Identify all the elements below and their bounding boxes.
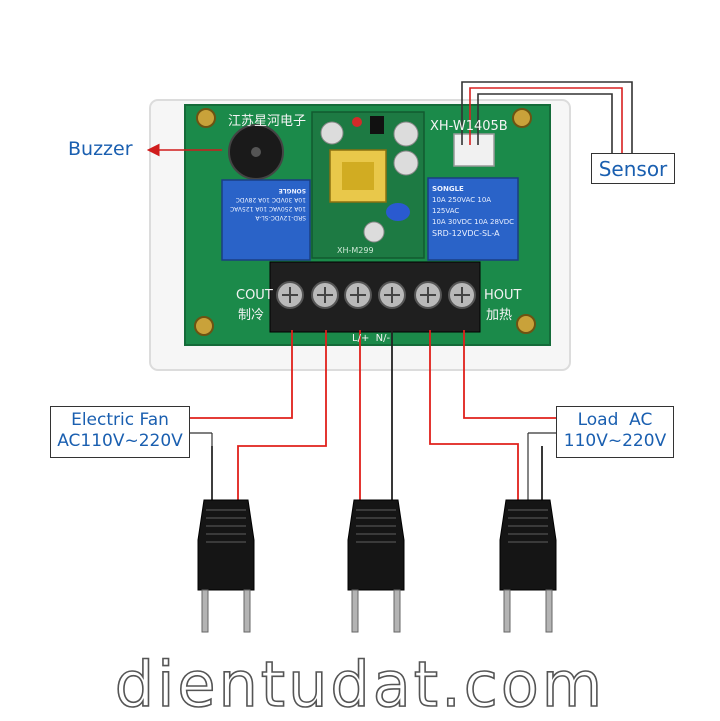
blue-capacitor	[386, 203, 410, 221]
plugs	[197, 499, 557, 633]
terminal-screw-5	[414, 281, 442, 309]
pcb-hout-cn-text: 加热	[486, 308, 513, 323]
terminal-screws	[276, 281, 476, 309]
transistor	[370, 116, 384, 134]
terminal-screw-6	[448, 281, 476, 309]
relay-right-text: SONGLE 10A 250VAC 10A 125VAC 10A 30VDC 1…	[432, 184, 516, 239]
relay-left-line-2: 10A 250VAC 10A 125VAC	[230, 205, 306, 212]
terminal-screw-4	[378, 281, 406, 309]
callout-lines	[187, 432, 558, 500]
relay-left	[221, 179, 311, 261]
watermark: dientudat.com	[114, 647, 606, 721]
pcb-cout-text: COUT	[236, 288, 273, 303]
relay-right-line-2: 10A 250VAC 10A 125VAC	[432, 196, 492, 215]
pcb-maker-text: 江苏星河电子	[228, 114, 307, 129]
terminal-screw-1	[276, 281, 304, 309]
capacitor-1	[320, 121, 344, 145]
sensor-wires	[461, 81, 633, 160]
pcb-model-text: XH-W1405B	[430, 119, 508, 134]
relay-right-line-4: SRD-12VDC-SL-A	[432, 229, 500, 238]
load-label-line1: Load AC	[577, 410, 653, 430]
screw-top-left	[196, 108, 216, 128]
plug-2	[347, 499, 405, 633]
sensor-label-text: Sensor	[598, 157, 668, 181]
pcb-module-text: XH-M299	[337, 246, 374, 255]
plug-1	[197, 499, 255, 633]
mounting-screws	[194, 108, 536, 336]
screw-bottom-left	[194, 316, 214, 336]
screw-bottom-right	[516, 314, 536, 334]
relay-right-line-3: 10A 30VDC 10A 28VDC	[432, 218, 515, 226]
screw-top-right	[512, 108, 532, 128]
wires	[187, 330, 558, 500]
wire-fan-red-2	[237, 330, 327, 500]
transformer-core	[342, 162, 374, 190]
fan-label-line1: Electric Fan	[71, 410, 169, 430]
buzzer-hole	[251, 147, 261, 157]
capacitor-3	[393, 150, 419, 176]
relay-left-line-1: SRD-12VDC-SL-A	[255, 214, 306, 221]
fan-label-line2: AC110V~220V	[57, 431, 183, 451]
pcb-center-marks: L/+ N/-	[352, 333, 391, 344]
capacitor-2	[393, 121, 419, 147]
load-label-line2: 110V~220V	[563, 431, 667, 451]
load-label: Load AC 110V~220V	[556, 406, 674, 458]
relay-right-line-1: SONGLE	[432, 185, 464, 193]
relay-left-line-3: 10A 30VDC 10A 28VDC	[235, 196, 306, 203]
sensor-connector	[453, 133, 495, 167]
fan-label: Electric Fan AC110V~220V	[50, 406, 190, 458]
wire-load-red-1	[429, 330, 519, 500]
wire-load-red-2	[463, 330, 558, 419]
relay-left-text: SRD-12VDC-SL-A 10A 250VAC 10A 125VAC 10A…	[226, 186, 306, 222]
relay-left-line-4: SONGLE	[278, 187, 306, 194]
terminal-block	[269, 261, 481, 333]
red-led	[352, 117, 362, 127]
plug-3	[499, 499, 557, 633]
relay-right	[427, 177, 519, 261]
wire-fan-red-1	[187, 330, 293, 419]
pcb-cout-cn-text: 制冷	[238, 308, 265, 323]
buzzer-label: Buzzer	[68, 138, 133, 160]
sensor-label: Sensor	[591, 153, 675, 184]
terminal-screw-3	[344, 281, 372, 309]
terminal-screw-2	[311, 281, 339, 309]
pcb-hout-text: HOUT	[484, 288, 522, 303]
capacitor-4	[363, 221, 385, 243]
